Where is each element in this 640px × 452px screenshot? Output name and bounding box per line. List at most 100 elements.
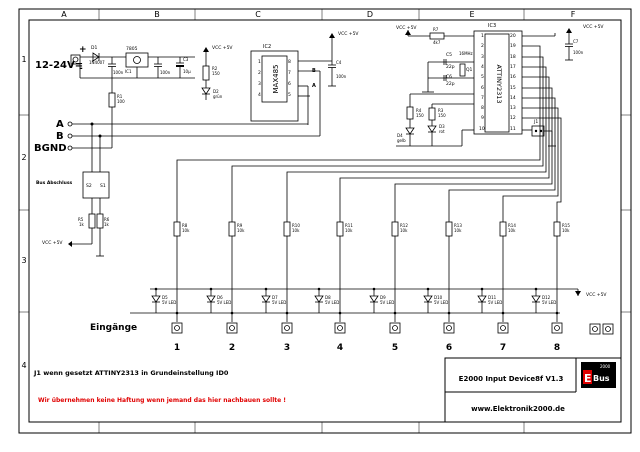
- r3-label: R3: [438, 108, 444, 113]
- bus-termination: Bus Abschluss S2 S1 R5 1k R6 1k VCC +5V: [36, 122, 110, 257]
- ic3-pin-18: 18: [510, 54, 516, 60]
- col-label-e: E: [469, 10, 474, 19]
- ic3-pin-8: 8: [481, 105, 484, 111]
- ground-terminals: [589, 323, 614, 335]
- input-1-wire: [176, 45, 541, 222]
- input-2-wire: [231, 56, 544, 222]
- led-label-7: D11: [488, 295, 497, 300]
- r1-label: R1: [117, 94, 123, 99]
- r2-label: R2: [212, 66, 218, 71]
- led-D9: [369, 295, 379, 303]
- minus-sign: -: [79, 64, 83, 74]
- input-8-wire: [522, 117, 562, 222]
- svg-text:Bus: Bus: [593, 374, 610, 383]
- disclaimer-note: Wir übernehmen keine Haftung wenn jemand…: [38, 397, 286, 404]
- r6-label: R6: [104, 217, 110, 222]
- ic3-pin-16: 16: [510, 74, 516, 80]
- r7-value: 4k7: [433, 40, 441, 45]
- ic3-pin-9: 9: [481, 115, 484, 121]
- bus-bgnd-label: BGND: [34, 143, 67, 154]
- ic3-pin-3: 3: [481, 54, 484, 60]
- input-terminal-8: [551, 322, 563, 334]
- resistor-label-7: R14: [508, 223, 516, 228]
- ic2-name: MAX485: [272, 65, 280, 94]
- d4-value: gelb: [397, 138, 406, 143]
- d2-value: grün: [213, 94, 223, 99]
- led-D5: [151, 295, 161, 303]
- input-terminal-5: [389, 322, 401, 334]
- ic3-pin-1: 1: [481, 33, 484, 39]
- led-value-5: 5V LED: [380, 300, 394, 305]
- ic3-pin-11: 11: [510, 126, 516, 132]
- r5-label: R5: [78, 217, 84, 222]
- resistor-R14: [499, 221, 507, 237]
- led-label-6: D10: [434, 295, 443, 300]
- bus-a-label: A: [56, 119, 64, 130]
- d2-label: D2: [213, 89, 219, 94]
- led-D12: [531, 295, 541, 303]
- power-supply: 12-24V= + - D1 1N4007 100n 7805 IC1 100n: [35, 45, 233, 145]
- ic3-pin-15: 15: [510, 85, 516, 91]
- resistor-value-4: 10k: [345, 228, 353, 233]
- d1-value: 1N4007: [89, 60, 105, 65]
- svg-text:E: E: [584, 372, 592, 385]
- input-number-7: 7: [500, 343, 506, 353]
- d3-label: D3: [439, 124, 445, 129]
- ic2-pin-4: 4: [258, 92, 261, 98]
- c7-value: 100n: [573, 50, 584, 55]
- d4-label: D4: [397, 133, 403, 138]
- r6-value: 1k: [104, 222, 110, 227]
- led-D8: [314, 295, 324, 303]
- led-label-5: D9: [380, 295, 386, 300]
- resistor-value-1: 10k: [182, 228, 190, 233]
- led-D6: [206, 295, 216, 303]
- led-label-4: D8: [325, 295, 331, 300]
- ic3-name: ATTINY2313: [495, 64, 503, 103]
- led-value-2: 5V LED: [217, 300, 231, 305]
- ic3-pin-17: 17: [510, 64, 516, 70]
- led-value-6: 5V LED: [434, 300, 448, 305]
- resistor-R10: [283, 221, 291, 237]
- row-label-2: 2: [21, 153, 26, 162]
- row-label-1: 1: [21, 55, 26, 64]
- led-D11: [477, 295, 487, 303]
- resistor-value-8: 10k: [562, 228, 570, 233]
- input-3-wire: [286, 66, 547, 222]
- c4-value: 100n: [336, 74, 347, 79]
- resistor-value-7: 10k: [508, 228, 516, 233]
- ic2-label: IC2: [263, 44, 271, 50]
- col-label-b: B: [154, 10, 160, 19]
- led-value-1: 5V LED: [162, 300, 176, 305]
- svg-text:2000: 2000: [600, 364, 611, 369]
- input-number-6: 6: [446, 343, 452, 353]
- input-terminal-3: [281, 322, 293, 334]
- ic2-pin-3: 3: [258, 81, 261, 87]
- input-5-wire: [394, 87, 553, 222]
- bus-b-label: B: [56, 131, 64, 142]
- inputs-label: Eingänge: [90, 323, 137, 333]
- q1-value: 16MHz: [459, 51, 473, 56]
- c5-value: 22p: [446, 64, 455, 70]
- resistor-value-3: 10k: [292, 228, 300, 233]
- resistor-R13: [445, 221, 453, 237]
- ic3-pin-7: 7: [481, 95, 484, 101]
- led-D10: [423, 295, 433, 303]
- resistor-value-5: 10k: [400, 228, 408, 233]
- ic3-pin-10: 10: [479, 126, 485, 132]
- col-label-f: F: [571, 10, 576, 19]
- resistor-label-3: R10: [292, 223, 300, 228]
- row-label-3: 3: [21, 256, 26, 265]
- c3-label: C3: [183, 57, 189, 62]
- resistor-R9: [228, 221, 236, 237]
- resistor-label-6: R13: [454, 223, 462, 228]
- resistor-label-5: R12: [400, 223, 408, 228]
- d1-label: D1: [91, 45, 97, 51]
- col-label-a: A: [61, 10, 67, 19]
- row-labels: 1 2 3 4: [21, 55, 26, 370]
- website-label: www.Elektronik2000.de: [471, 405, 565, 413]
- led-value-7: 5V LED: [488, 300, 502, 305]
- c6-label: C6: [446, 74, 452, 80]
- e2000-logo: E Bus 2000: [581, 362, 616, 388]
